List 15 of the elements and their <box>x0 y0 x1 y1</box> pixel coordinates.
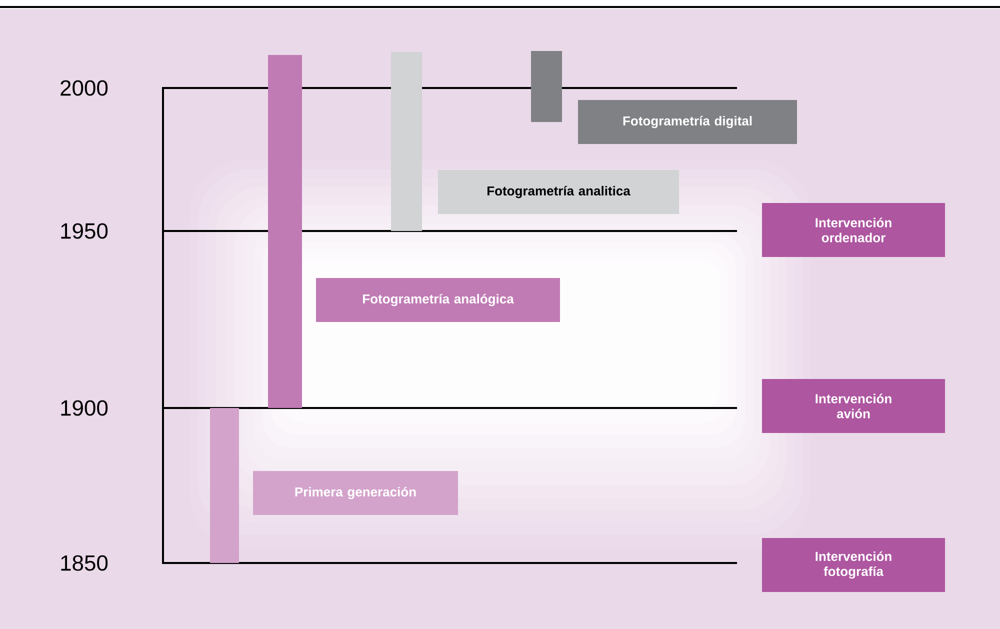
period-box: Intervención avión <box>762 379 946 433</box>
year-label: 2000 <box>60 80 108 96</box>
period-box: Primera generación <box>253 471 458 515</box>
period-box: Fotogrametría digital <box>578 100 797 144</box>
year-label: 1850 <box>61 555 108 571</box>
timeline-bar <box>531 51 562 122</box>
period-box: Fotogrametría analógica <box>316 278 560 322</box>
period-box: Intervención ordenador <box>762 203 946 257</box>
timeline-bar <box>391 52 422 231</box>
year-label: 1900 <box>61 400 108 416</box>
year-label: 1950 <box>61 223 108 239</box>
timeline-bar <box>210 408 239 563</box>
timeline-bar <box>268 55 302 408</box>
period-box: Fotogrametría analitica <box>438 170 679 214</box>
period-box: Intervención fotografía <box>762 538 946 592</box>
